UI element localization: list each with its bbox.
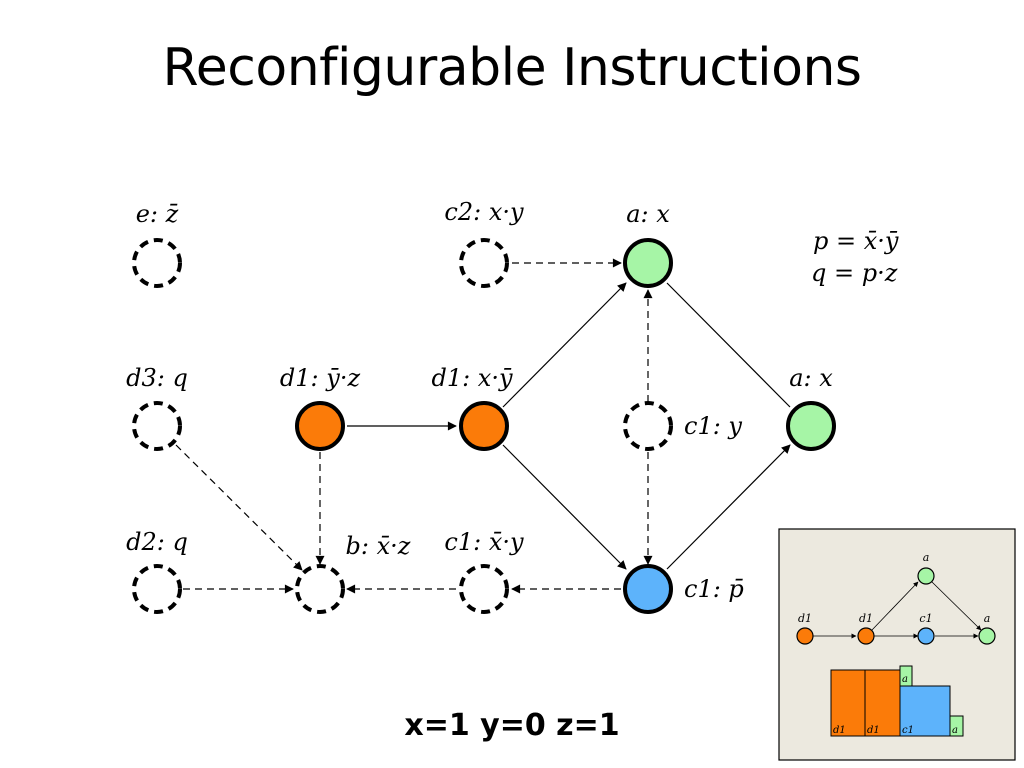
node-labels: e: z̄ c2: x·y a: x d3: q d1: ȳ·z d1: x·ȳ… [126,198,833,603]
label-c2: c2: x·y [444,198,524,226]
inset-label-c1: c1 [919,612,932,625]
label-b: b: x̄·z [346,532,411,560]
nodes [132,238,836,614]
inset-block-label-a-top: a [902,674,908,685]
label-d1-left: d1: ȳ·z [280,364,361,392]
inset-node-c1 [917,627,935,645]
edge-d1-mid-to-c1 [502,444,627,570]
edge-a-top-to-a-right [666,282,791,408]
node-a-top [623,238,673,288]
inset-label-d1-left: d1 [798,612,812,625]
inset-node-d1-mid [857,627,875,645]
formula-q: q = p·z [811,259,898,287]
inset-block-label-a-right: a [952,725,958,736]
label-a-top: a: x [626,200,670,228]
edge-d3-to-b [175,444,303,571]
inset-node-d1-left [796,627,814,645]
edge-d1-mid-to-a-top [502,282,627,408]
node-d1-left [295,401,345,451]
inset-edge-2 [871,581,919,631]
node-c1-bottom [459,564,509,614]
inset-node-a-top [917,567,935,585]
formula-legend: p = x̄·ȳ q = p·z [811,227,899,287]
variable-assignment: x=1 y=0 z=1 [404,708,620,743]
inset-block-label-d1-mid: d1 [867,725,880,736]
node-c1-p [623,564,673,614]
label-d1-mid: d1: x·ȳ [431,364,513,392]
node-c2 [459,238,509,288]
label-c1-bottom: c1: x̄·y [444,528,524,556]
label-a-right: a: x [789,364,833,392]
node-a-right [786,401,836,451]
inset-label-a-right: a [984,612,991,625]
inset-node-a-right [978,627,996,645]
inset-block-d1-mid [864,669,901,737]
node-e [132,238,182,288]
inset-panel: a d1 d1 c1 a d1 d1 c1 a a [778,528,1016,761]
node-c1-mid [623,401,673,451]
label-c1-p: c1: p̄ [684,575,744,603]
edge-c1-to-a-right [666,444,791,570]
node-b [295,564,345,614]
formula-p: p = x̄·ȳ [813,227,899,255]
inset-label-a-top: a [923,551,930,564]
label-e: e: z̄ [136,200,179,228]
node-d2 [132,564,182,614]
slide-title: Reconfigurable Instructions [162,38,863,98]
label-d3: d3: q [126,364,188,392]
inset-block-c1 [899,685,951,737]
node-d3 [132,401,182,451]
inset-block-a-right [949,715,964,737]
node-d1-mid [459,401,509,451]
inset-block-d1-left [830,669,866,737]
inset-block-a-top [899,665,913,687]
inset-block-label-d1-left: d1 [833,725,846,736]
edges [175,258,791,594]
inset-edge-4 [931,581,982,631]
label-d2: d2: q [126,528,188,556]
inset-block-label-c1: c1 [902,725,914,736]
inset-label-d1-mid: d1 [859,612,873,625]
label-c1-mid: c1: y [684,412,742,440]
